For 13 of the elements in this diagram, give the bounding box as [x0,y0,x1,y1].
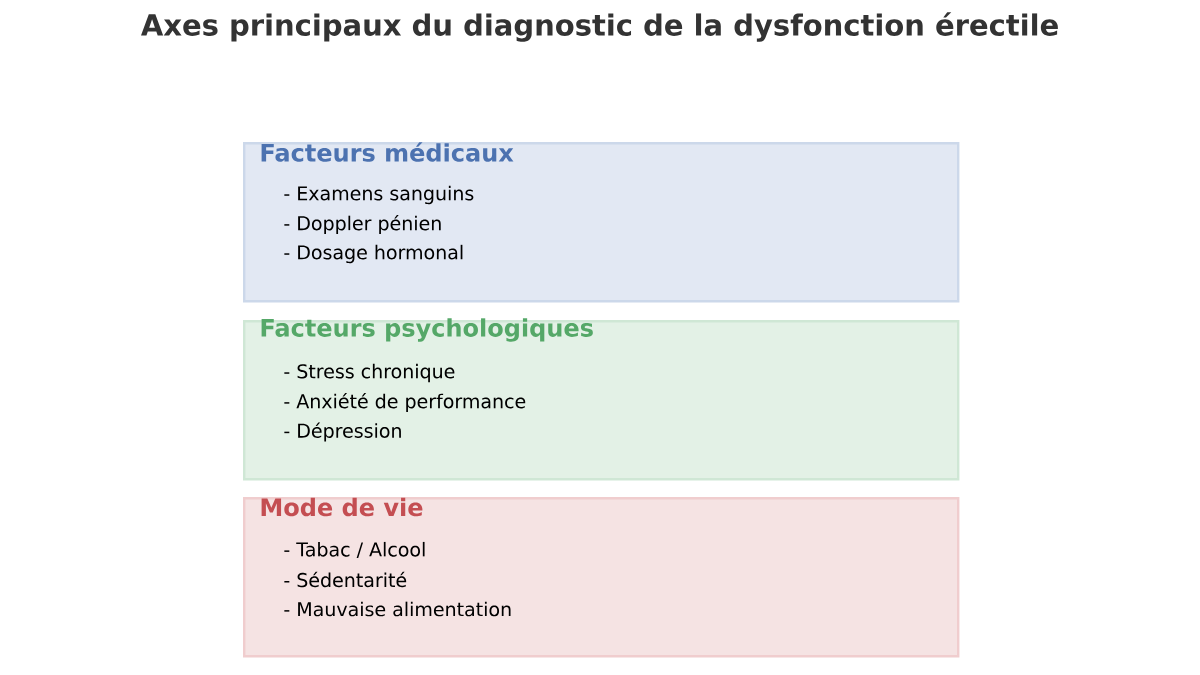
list-item: - Anxiété de performance [284,392,526,413]
list-item: - Mauvaise alimentation [284,601,511,617]
list-item: - Stress chronique [284,363,455,383]
list-item: - Sédentarité [284,571,407,588]
category-heading: Facteurs médicaux [261,142,514,162]
list-item: - Examens sanguins [284,185,474,205]
title: Axes principaux du diagnostic de la dysfonction érectile [141,12,1058,42]
list-item: - Dépression [284,422,401,442]
list-item: - Tabac / Alcool [284,541,425,559]
list-item: - Doppler pénien [284,214,441,235]
category-heading: Facteurs psychologiques [261,318,593,342]
list-item: - Dosage hormonal [284,244,463,264]
category-heading: Mode de vie [261,497,423,517]
